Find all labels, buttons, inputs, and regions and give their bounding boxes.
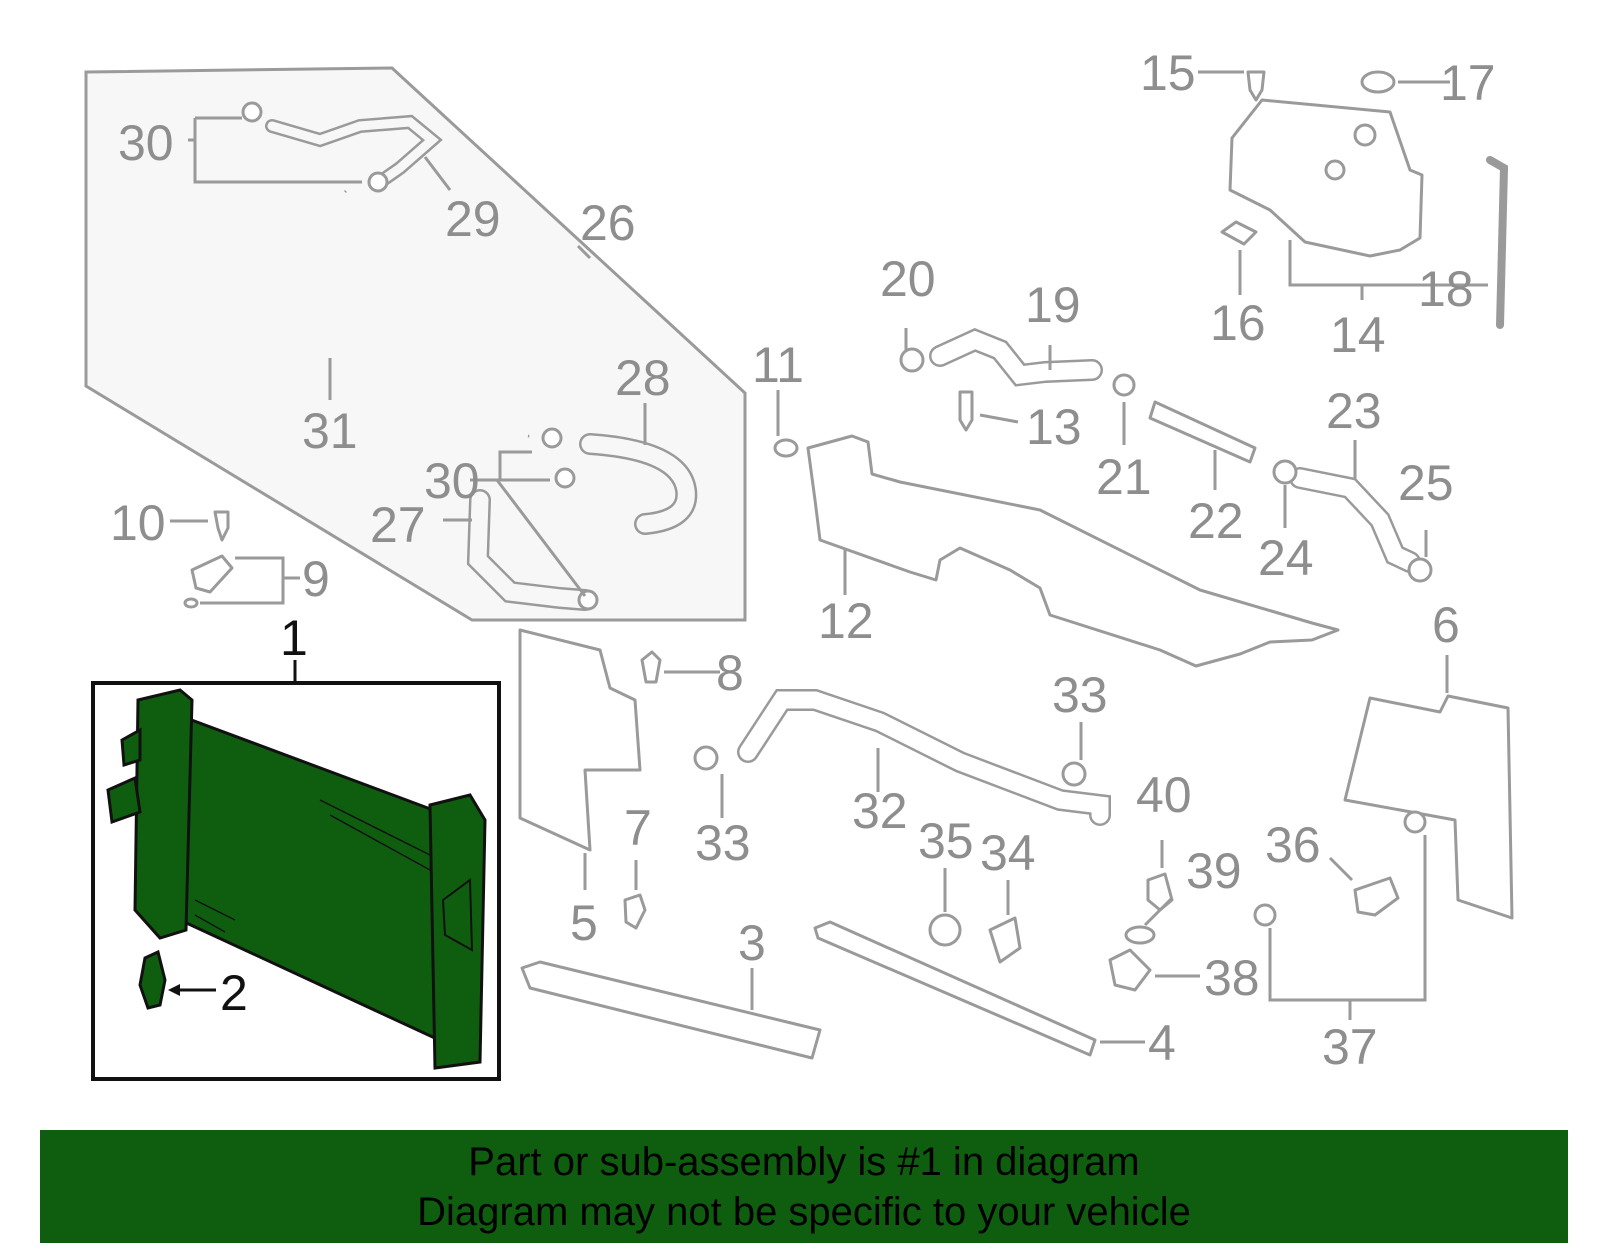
- callout-24: 24: [1258, 530, 1314, 586]
- lower-seals-parts-3-4: [520, 860, 1145, 1060]
- callout-20: 20: [880, 251, 936, 307]
- callout-26: 26: [580, 195, 636, 251]
- callout-15: 15: [1140, 45, 1196, 101]
- callout-8: 8: [716, 645, 744, 701]
- callout-4: 4: [1148, 1015, 1176, 1071]
- callout-25: 25: [1398, 455, 1454, 511]
- callout-5: 5: [570, 895, 598, 951]
- callout-40: 40: [1136, 767, 1192, 823]
- callout-9: 9: [302, 551, 330, 607]
- callout-33-left: 33: [695, 815, 751, 871]
- callout-1: 1: [280, 610, 308, 666]
- callout-14: 14: [1330, 307, 1386, 363]
- callout-19: 19: [1025, 277, 1081, 333]
- callout-28: 28: [615, 350, 671, 406]
- callout-23: 23: [1326, 383, 1382, 439]
- bracket-and-bolt-parts-9-10: [170, 510, 300, 609]
- side-baffle-part-5: [518, 628, 720, 890]
- callout-32: 32: [852, 783, 908, 839]
- callout-30-upper: 30: [118, 115, 174, 171]
- callout-30-lower: 30: [424, 453, 480, 509]
- callout-22: 22: [1188, 493, 1244, 549]
- callout-37: 37: [1322, 1019, 1378, 1075]
- callout-21: 21: [1096, 449, 1152, 505]
- callout-16: 16: [1210, 295, 1266, 351]
- thermostat-parts-36-40: [1108, 810, 1427, 1020]
- callout-31: 31: [302, 403, 358, 459]
- radiator-assembly-part-1: [91, 660, 501, 1081]
- callout-29: 29: [445, 191, 501, 247]
- callout-18: 18: [1418, 261, 1474, 317]
- callout-labels: 1 2 3 4 5 6 7 8 9 10 11 12 13 14 15 16 1…: [110, 45, 1496, 1075]
- hose-kit-group-26: [84, 66, 747, 622]
- callout-35: 35: [918, 813, 974, 869]
- callout-13: 13: [1026, 399, 1082, 455]
- callout-12: 12: [818, 593, 874, 649]
- callout-3: 3: [738, 915, 766, 971]
- callout-6: 6: [1432, 597, 1460, 653]
- banner-line-1: Part or sub-assembly is #1 in diagram: [468, 1140, 1140, 1184]
- hose-part-19-and-fittings: [899, 328, 1257, 490]
- callout-39: 39: [1186, 843, 1242, 899]
- callout-17: 17: [1440, 55, 1496, 111]
- callout-27: 27: [370, 497, 426, 553]
- callout-11: 11: [752, 337, 804, 393]
- banner-line-2: Diagram may not be specific to your vehi…: [417, 1190, 1191, 1234]
- coolant-reservoir-part-14: [1198, 70, 1509, 329]
- callout-2: 2: [220, 965, 248, 1021]
- parts-diagram: 1 2 3 4 5 6 7 8 9 10 11 12 13 14 15 16 1…: [84, 45, 1514, 1081]
- callout-33-right: 33: [1052, 667, 1108, 723]
- hose-part-32: [693, 689, 1111, 826]
- callout-7: 7: [624, 800, 652, 856]
- callout-36: 36: [1265, 817, 1321, 873]
- side-baffle-part-6: [1343, 655, 1514, 920]
- info-banner: Part or sub-assembly is #1 in diagram Di…: [40, 1130, 1568, 1243]
- callout-10: 10: [110, 495, 166, 551]
- callout-38: 38: [1204, 950, 1260, 1006]
- callout-34: 34: [980, 825, 1036, 881]
- hose-part-23: [1272, 440, 1433, 583]
- air-deflector-part-12: [773, 390, 1340, 668]
